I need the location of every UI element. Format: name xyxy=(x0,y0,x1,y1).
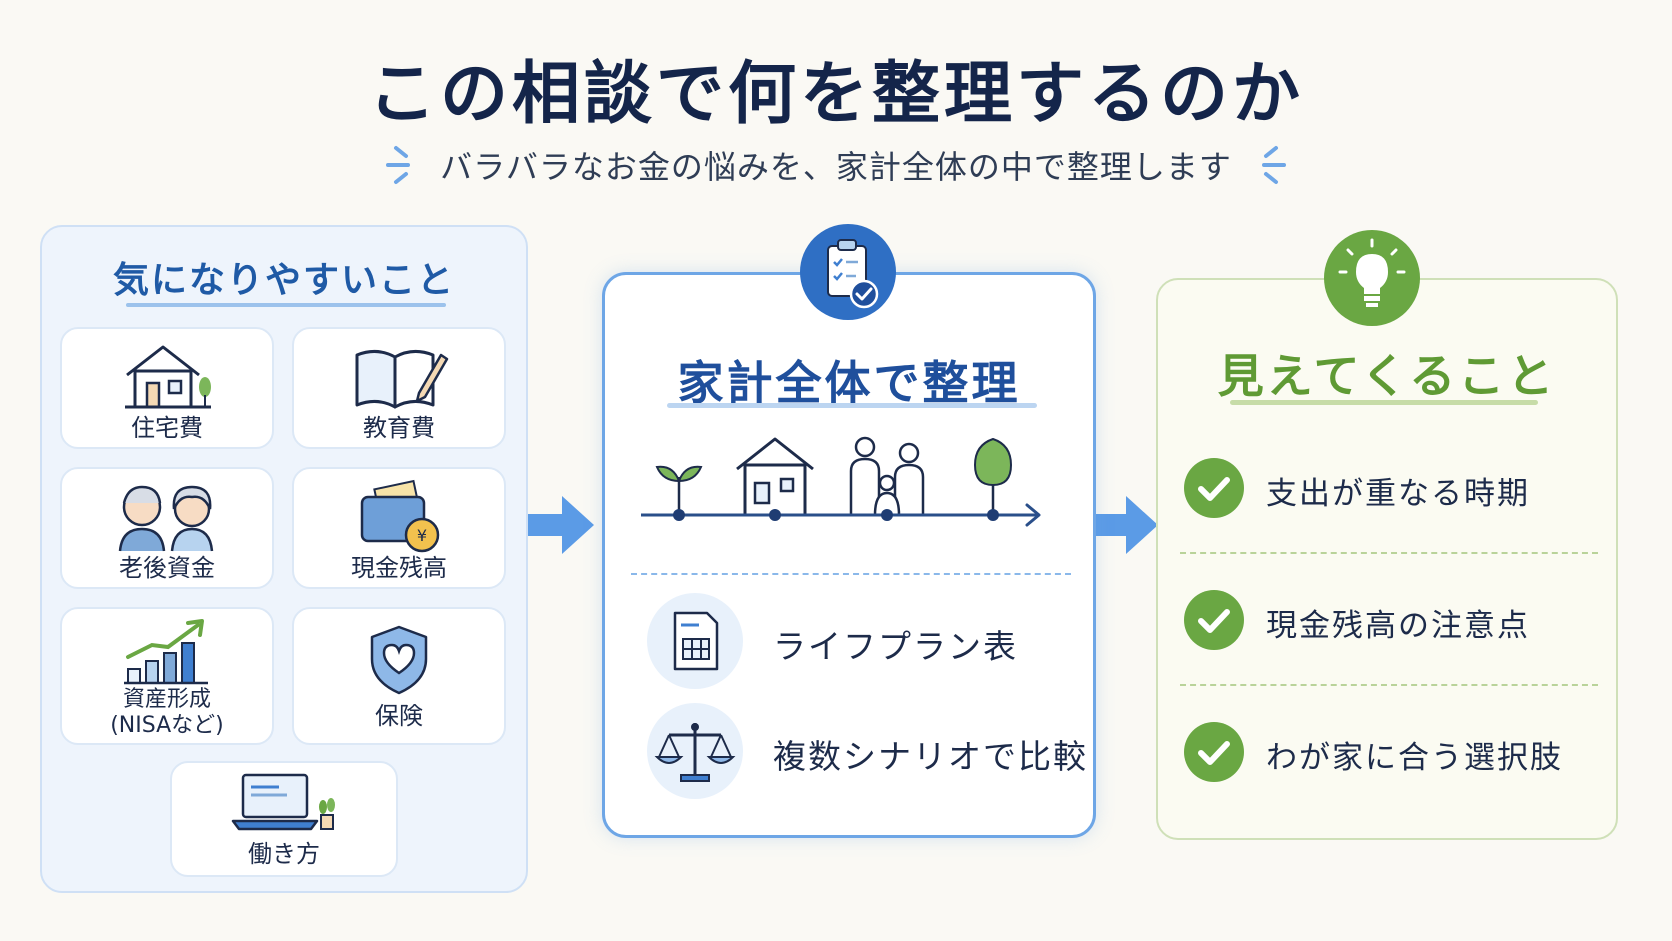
house-icon xyxy=(736,437,814,517)
wallet-icon: ¥ xyxy=(360,479,440,553)
check-icon-wrap xyxy=(1184,458,1244,518)
check-icon-wrap xyxy=(1184,722,1244,782)
concern-tile-retirement: 老後資金 xyxy=(60,467,274,589)
organize-panel: 家計全体で整理 xyxy=(602,272,1096,838)
concerns-heading: 気になりやすいこと xyxy=(112,260,455,301)
heart-shield-icon xyxy=(370,625,428,695)
insight-label: わが家に合う選択肢 xyxy=(1266,740,1563,776)
insight-label: 支出が重なる時期 xyxy=(1266,476,1530,512)
concern-label: 老後資金 xyxy=(119,554,215,582)
check-icon xyxy=(1198,477,1230,501)
concern-label-line2: (NISAなど) xyxy=(110,713,224,738)
section-divider xyxy=(631,573,1071,575)
clipboard-badge xyxy=(800,224,896,320)
book-pencil-icon xyxy=(355,350,449,409)
subtitle-row: バラバラなお金の悩みを、家計全体の中で整理します xyxy=(0,140,1672,190)
concern-label-line1: 資産形成 xyxy=(122,687,211,712)
insights-underline xyxy=(1230,400,1538,405)
lightbulb-badge xyxy=(1324,230,1420,326)
organize-heading: 家計全体で整理 xyxy=(677,356,1021,410)
concerns-panel: 気になりやすいこと 住宅費 教育費 xyxy=(40,225,528,893)
arrow-right-icon xyxy=(528,496,594,554)
svg-text:¥: ¥ xyxy=(417,526,427,545)
laptop-icon xyxy=(231,773,335,831)
concern-tile-cash: ¥ 現金残高 xyxy=(292,467,506,589)
page-title: この相談で何を整理するのか xyxy=(367,55,1304,134)
concern-tile-education: 教育費 xyxy=(292,327,506,449)
insights-heading: 見えてくること xyxy=(1217,349,1557,403)
concerns-underline xyxy=(126,303,446,307)
concern-label: 働き方 xyxy=(248,840,320,868)
life-plan-table-label: ライフプラン表 xyxy=(773,627,1018,666)
insights-panel: 見えてくること 支出が重なる時期 現金残高の注意点 わが家に合う選択肢 xyxy=(1156,278,1618,840)
check-icon-wrap xyxy=(1184,590,1244,650)
lightbulb-icon xyxy=(1338,238,1406,307)
scenario-compare-label: 複数シナリオで比較 xyxy=(773,737,1088,776)
check-icon xyxy=(1198,741,1230,765)
concern-tile-asset-building: 資産形成 (NISAなど) xyxy=(60,607,274,745)
elderly-couple-icon xyxy=(118,485,214,552)
arrow-right-icon xyxy=(1096,496,1158,554)
clipboard-check-icon xyxy=(827,239,879,309)
concern-label: 保険 xyxy=(375,702,423,730)
insight-divider xyxy=(1180,552,1598,554)
tree-icon xyxy=(973,437,1013,515)
house-icon xyxy=(125,345,211,409)
concern-tile-insurance: 保険 xyxy=(292,607,506,745)
concern-label: 住宅費 xyxy=(131,414,203,442)
sparkle-right-icon xyxy=(1261,146,1286,184)
concern-label: 教育費 xyxy=(363,414,435,442)
document-table-icon xyxy=(673,611,719,671)
organize-underline xyxy=(667,403,1037,408)
insight-divider xyxy=(1180,684,1598,686)
concern-tile-work-style: 働き方 xyxy=(170,761,398,877)
scenario-icon-wrap xyxy=(647,703,743,799)
family-icon xyxy=(849,436,925,516)
concern-tile-housing: 住宅費 xyxy=(60,327,274,449)
sparkle-left-icon xyxy=(386,146,411,184)
plan-table-icon-wrap xyxy=(647,593,743,689)
sprout-icon xyxy=(655,465,703,515)
insight-label: 現金残高の注意点 xyxy=(1266,608,1530,644)
check-icon xyxy=(1198,609,1230,633)
concern-label: 現金残高 xyxy=(351,554,447,582)
growth-chart-icon xyxy=(124,619,208,685)
life-timeline xyxy=(641,436,1041,527)
scales-icon xyxy=(654,723,736,782)
subtitle: バラバラなお金の悩みを、家計全体の中で整理します xyxy=(440,148,1232,186)
